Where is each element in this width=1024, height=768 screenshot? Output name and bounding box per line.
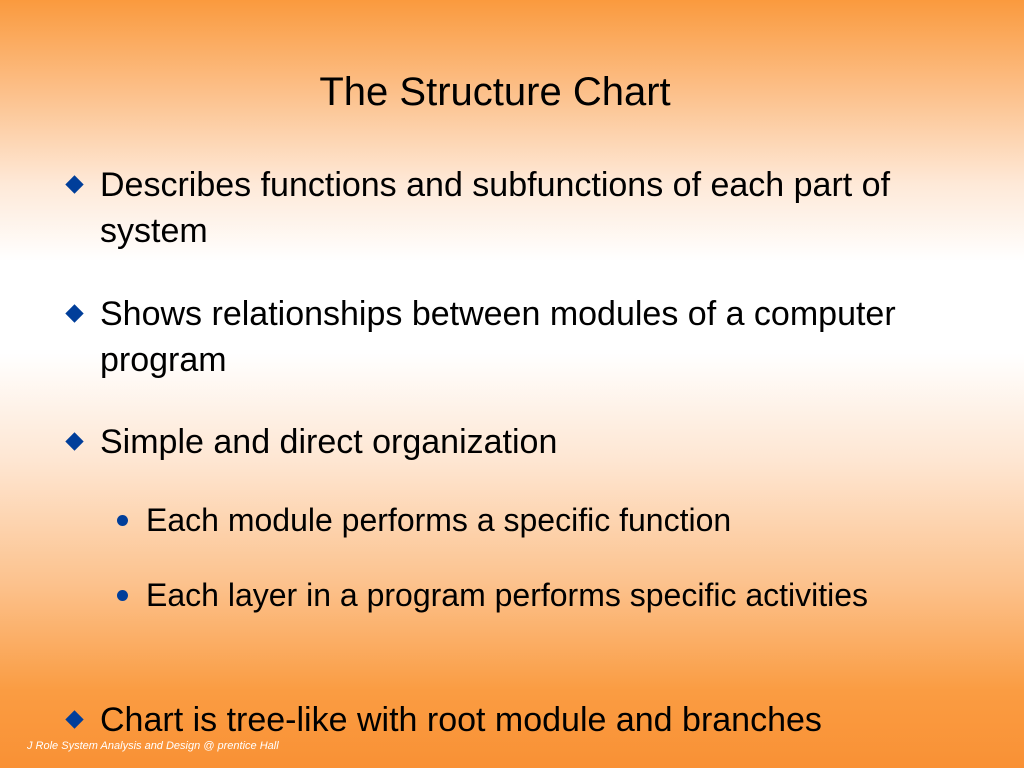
bullet-item-4: Chart is tree-like with root module and … [100, 701, 822, 739]
sub-bullet-item-1: Each module performs a specific function [146, 502, 732, 538]
bullet-item-2: Shows relationships between modules of a… [100, 295, 896, 379]
dot-bullet-icon [117, 515, 128, 526]
diamond-bullet-icon [65, 175, 84, 194]
bullet-item-3: Simple and direct organization [100, 423, 558, 461]
bullet-item-1: Describes functions and subfunctions of … [100, 166, 891, 250]
diamond-bullet-icon [65, 304, 84, 323]
sub-bullet-item-2: Each layer in a program performs specifi… [146, 577, 869, 613]
diamond-bullet-icon [65, 710, 84, 729]
slide-title: The Structure Chart [319, 70, 671, 114]
diamond-bullet-icon [65, 432, 84, 451]
dot-bullet-icon [117, 590, 128, 601]
slide-footer: J Role System Analysis and Design @ pren… [27, 740, 279, 752]
